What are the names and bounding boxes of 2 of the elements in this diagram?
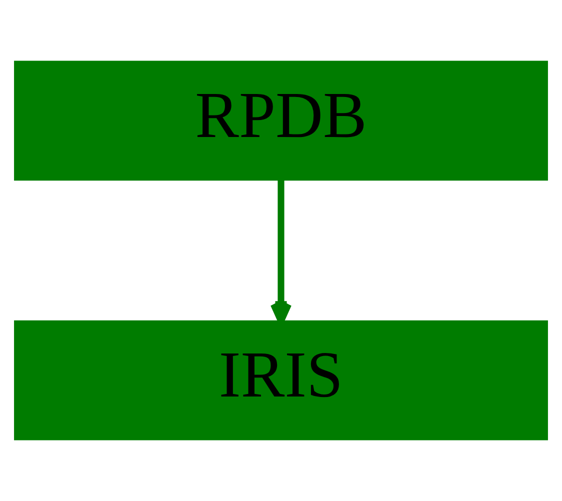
node-box: IRIS: [14, 320, 548, 440]
node-box: RPDB: [14, 60, 548, 181]
